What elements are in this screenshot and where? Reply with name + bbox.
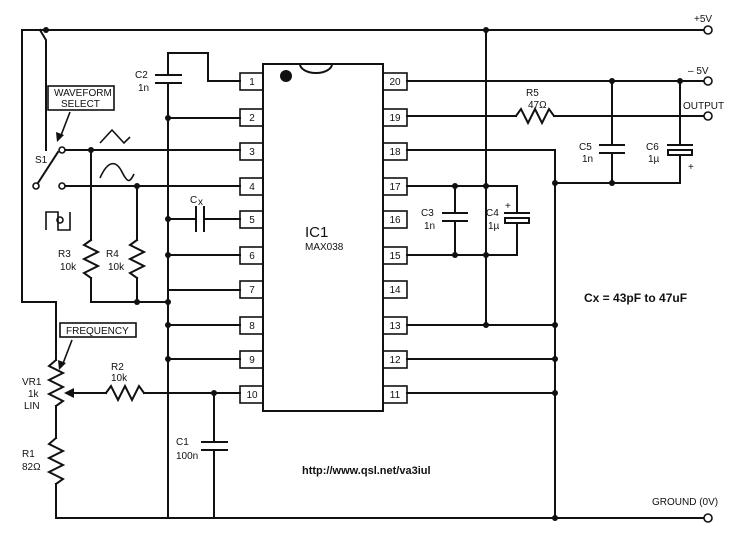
pin-8: 8 (249, 321, 255, 332)
cx-range-note: Cx = 43pF to 47uF (584, 291, 687, 305)
resistor-r4: R4 10k (106, 185, 147, 303)
label-output: OUTPUT (683, 101, 724, 112)
label-minus5: – 5V (688, 66, 709, 77)
s1-label: S1 (35, 155, 48, 166)
ic-right-pins: 20 19 18 17 16 15 14 13 12 11 (382, 72, 408, 404)
svg-text:x: x (198, 197, 203, 208)
sine-wave-icon (99, 162, 135, 182)
resistor-r1: R1 82Ω (22, 436, 66, 519)
svg-text:SELECT: SELECT (61, 99, 100, 110)
ic-left-pins: 1 2 3 4 5 6 7 8 9 10 (239, 72, 264, 404)
pin-9: 9 (249, 355, 255, 366)
terminal-output (703, 111, 713, 121)
switch-s1: S1 (32, 27, 71, 231)
resistor-r3: R3 10k (58, 149, 101, 303)
svg-text:1n: 1n (424, 221, 435, 232)
svg-text:1µ: 1µ (488, 221, 500, 232)
pin-7: 7 (249, 285, 255, 296)
svg-text:1µ: 1µ (648, 154, 660, 165)
pin-2: 2 (249, 113, 255, 124)
frequency-label: FREQUENCY (58, 322, 137, 370)
pin-5: 5 (249, 215, 255, 226)
capacitor-c6: + C6 1µ (646, 80, 694, 184)
pin-18: 18 (389, 147, 401, 158)
capacitor-cx: C x (165, 195, 241, 232)
svg-text:1k: 1k (28, 389, 40, 400)
svg-text:10k: 10k (111, 373, 128, 384)
svg-text:R4: R4 (106, 249, 119, 260)
svg-text:R1: R1 (22, 449, 35, 460)
capacitor-c1: C1 100n (176, 390, 228, 519)
c2-val: 1n (138, 83, 149, 94)
svg-text:C5: C5 (579, 142, 592, 153)
potentiometer-vr1: VR1 1k LIN (22, 358, 98, 439)
svg-text:C3: C3 (421, 208, 434, 219)
rail-ground: GROUND (0V) (55, 497, 718, 523)
rail-plus5: +5V (21, 14, 713, 35)
pin-12: 12 (389, 355, 401, 366)
svg-text:C1: C1 (176, 437, 189, 448)
svg-text:WAVEFORM: WAVEFORM (54, 88, 112, 99)
terminal-minus5 (703, 76, 713, 86)
pin-13: 13 (389, 321, 401, 332)
triangle-wave-icon (99, 128, 131, 145)
pin-17: 17 (389, 182, 401, 193)
pin-10: 10 (246, 390, 258, 401)
pin-3: 3 (249, 147, 255, 158)
pin-16: 16 (389, 215, 401, 226)
pin-20: 20 (389, 77, 401, 88)
pin-1: 1 (249, 77, 255, 88)
svg-text:VR1: VR1 (22, 377, 42, 388)
c2-ref: C2 (135, 70, 148, 81)
pin-19: 19 (389, 113, 401, 124)
capacitor-c3: C3 1n (421, 185, 468, 256)
svg-text:1n: 1n (582, 154, 593, 165)
svg-text:+: + (505, 201, 511, 212)
capacitor-c5: C5 1n (579, 80, 625, 186)
label-plus5: +5V (694, 14, 712, 25)
svg-text:C4: C4 (486, 208, 499, 219)
label-ground: GROUND (0V) (652, 497, 718, 508)
pin-4: 4 (249, 182, 255, 193)
svg-text:FREQUENCY: FREQUENCY (66, 326, 129, 337)
svg-text:47Ω: 47Ω (528, 100, 547, 111)
capacitor-c4: + C4 1µ (486, 185, 530, 256)
source-url: http://www.qsl.net/va3iul (302, 465, 431, 477)
terminal-plus5 (703, 25, 713, 35)
pin-11: 11 (390, 390, 401, 401)
svg-text:100n: 100n (176, 451, 198, 462)
svg-text:10k: 10k (108, 262, 125, 273)
pin1-marker (280, 70, 292, 82)
terminal-ground (703, 513, 713, 523)
svg-text:+: + (688, 162, 694, 173)
svg-text:LIN: LIN (24, 401, 40, 412)
pin-6: 6 (249, 251, 255, 262)
ic-part: MAX038 (305, 242, 344, 253)
waveform-select-label: WAVEFORM SELECT (47, 85, 115, 142)
svg-text:R3: R3 (58, 249, 71, 260)
ic1-package: IC1 MAX038 (262, 62, 384, 412)
svg-text:R5: R5 (526, 88, 539, 99)
pin-15: 15 (389, 251, 401, 262)
rail-minus5: – 5V (406, 66, 713, 86)
svg-text:10k: 10k (60, 262, 77, 273)
svg-text:82Ω: 82Ω (22, 462, 41, 473)
capacitor-c2: C2 1n (135, 70, 182, 119)
square-wave-icon (45, 211, 71, 231)
ic-name: IC1 (305, 224, 328, 241)
wire-vr1-top (21, 29, 57, 361)
svg-text:C: C (190, 195, 197, 206)
pin-14: 14 (389, 285, 401, 296)
resistor-r5: R5 47Ω OUTPUT (406, 88, 724, 126)
svg-text:C6: C6 (646, 142, 659, 153)
svg-text:R2: R2 (111, 362, 124, 373)
wire-right-ground (406, 149, 556, 519)
resistor-r2: R2 10k (96, 362, 241, 403)
